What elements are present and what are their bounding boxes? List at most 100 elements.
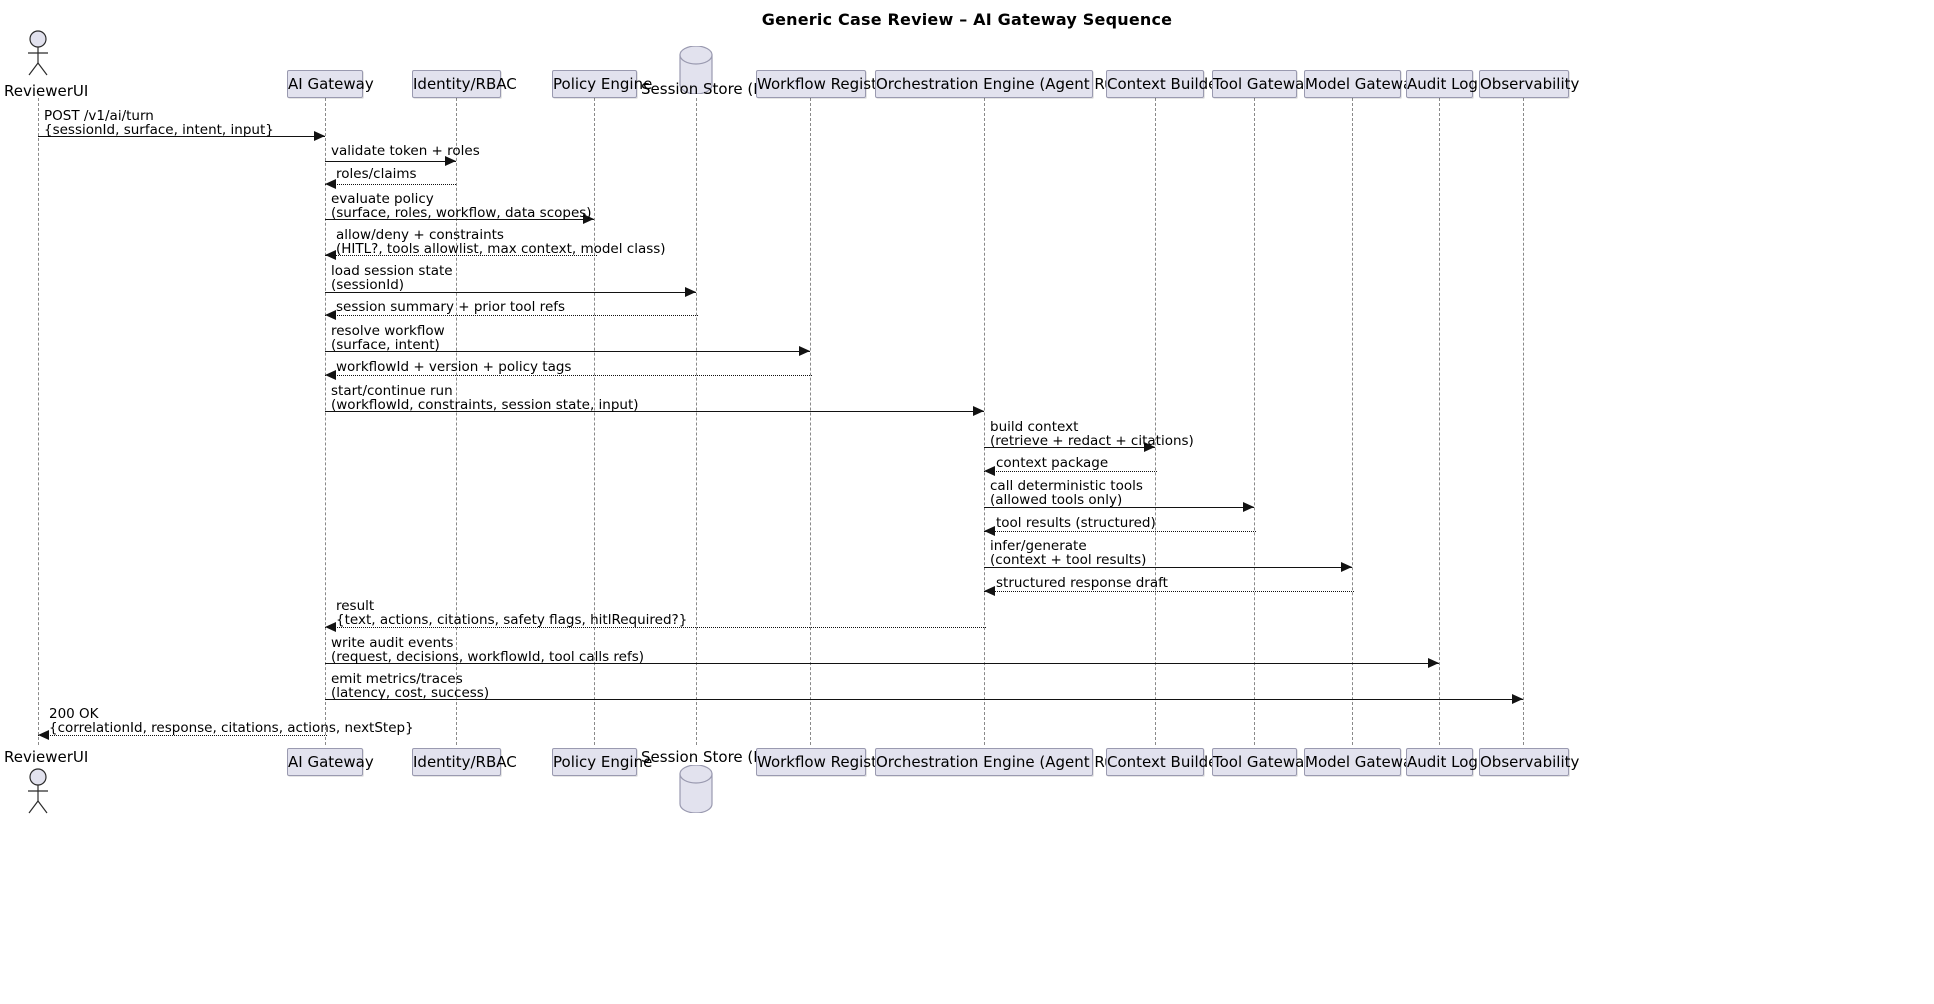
message-label-13: call deterministic tools(allowed tools o… bbox=[990, 479, 1143, 507]
message-label-line1-3: roles/claims bbox=[336, 166, 417, 182]
message-label-18: write audit events(request, decisions, w… bbox=[331, 636, 644, 664]
message-arrowhead-5 bbox=[325, 250, 336, 260]
message-line-10 bbox=[325, 411, 984, 412]
message-label-line1-7: session summary + prior tool refs bbox=[336, 299, 566, 315]
message-label-12: context package bbox=[996, 456, 1108, 470]
message-label-line2-10: (workflowId, constraints, session state,… bbox=[331, 397, 639, 413]
actor-figure-reviewerui bbox=[28, 30, 48, 76]
lifeline-workflowreg bbox=[810, 98, 811, 745]
message-arrowhead-11 bbox=[1144, 442, 1155, 452]
participant-policyengine[interactable]: Policy Engine bbox=[552, 70, 652, 98]
lifeline-orchestration bbox=[984, 98, 985, 745]
message-label-17: result{text, actions, citations, safety … bbox=[336, 599, 687, 627]
message-arrowhead-16 bbox=[984, 586, 995, 596]
participant-bottom-contextbuild[interactable]: Context Builder bbox=[1106, 748, 1224, 776]
message-line-17 bbox=[325, 627, 986, 628]
participant-observability[interactable]: Observability bbox=[1479, 70, 1579, 98]
participant-bottom-orchestration[interactable]: Orchestration Engine (Agent Runtime) bbox=[875, 748, 1163, 776]
participant-bottom-observability[interactable]: Observability bbox=[1479, 748, 1579, 776]
message-line-2 bbox=[325, 161, 456, 162]
message-label-19: emit metrics/traces(latency, cost, succe… bbox=[331, 672, 489, 700]
message-label-line1-20: 200 OK bbox=[49, 706, 99, 722]
message-arrowhead-4 bbox=[583, 214, 594, 224]
message-line-15 bbox=[984, 567, 1352, 568]
message-label-14: tool results (structured) bbox=[996, 516, 1156, 530]
message-arrowhead-14 bbox=[984, 526, 995, 536]
message-label-8: resolve workflow(surface, intent) bbox=[331, 324, 445, 352]
message-arrowhead-12 bbox=[984, 466, 995, 476]
participant-identityrbac[interactable]: Identity/RBAC bbox=[412, 70, 517, 98]
actor-label-bottom-reviewerui: ReviewerUI bbox=[4, 748, 89, 766]
participant-bottom-auditlog[interactable]: Audit Log bbox=[1406, 748, 1478, 776]
participant-contextbuild[interactable]: Context Builder bbox=[1106, 70, 1224, 98]
lifeline-policyengine bbox=[594, 98, 595, 745]
message-label-line1-16: structured response draft bbox=[996, 575, 1168, 591]
message-label-line1-5: allow/deny + constraints bbox=[336, 227, 504, 243]
participant-bottom-aigateway[interactable]: AI Gateway bbox=[287, 748, 374, 776]
message-label-line1-8: resolve workflow bbox=[331, 323, 445, 339]
message-label-6: load session state(sessionId) bbox=[331, 264, 453, 292]
participant-bottom-policyengine[interactable]: Policy Engine bbox=[552, 748, 652, 776]
message-label-line2-20: {correlationId, response, citations, act… bbox=[49, 720, 414, 736]
message-arrowhead-10 bbox=[973, 406, 984, 416]
lifeline-identityrbac bbox=[456, 98, 457, 745]
message-line-6 bbox=[325, 292, 696, 293]
message-label-line1-15: infer/generate bbox=[990, 538, 1087, 554]
participant-modelgateway[interactable]: Model Gateway bbox=[1304, 70, 1421, 98]
message-arrowhead-13 bbox=[1243, 502, 1254, 512]
message-label-line2-11: (retrieve + redact + citations) bbox=[990, 433, 1194, 449]
lifeline-modelgateway bbox=[1352, 98, 1353, 745]
message-arrowhead-15 bbox=[1341, 562, 1352, 572]
database-label-sessionstore: Session Store (KV) bbox=[641, 80, 780, 98]
message-label-16: structured response draft bbox=[996, 576, 1168, 590]
message-label-7: session summary + prior tool refs bbox=[336, 300, 565, 314]
message-arrowhead-19 bbox=[1512, 694, 1523, 704]
lifeline-sessionstore bbox=[696, 98, 697, 745]
message-label-1: POST /v1/ai/turn{sessionId, surface, int… bbox=[44, 109, 274, 137]
message-label-line2-17: {text, actions, citations, safety flags,… bbox=[336, 612, 688, 628]
message-line-9 bbox=[325, 375, 812, 376]
message-line-13 bbox=[984, 507, 1254, 508]
message-label-line2-1: {sessionId, surface, intent, input} bbox=[44, 122, 274, 138]
message-label-line1-19: emit metrics/traces bbox=[331, 671, 463, 687]
participant-toolgateway[interactable]: Tool Gateway bbox=[1212, 70, 1313, 98]
participant-orchestration[interactable]: Orchestration Engine (Agent Runtime) bbox=[875, 70, 1163, 98]
participant-bottom-toolgateway[interactable]: Tool Gateway bbox=[1212, 748, 1313, 776]
lifeline-auditlog bbox=[1439, 98, 1440, 745]
participant-workflowreg[interactable]: Workflow Registry bbox=[756, 70, 892, 98]
participant-aigateway[interactable]: AI Gateway bbox=[287, 70, 374, 98]
message-label-9: workflowId + version + policy tags bbox=[336, 360, 571, 374]
message-label-line1-11: build context bbox=[990, 419, 1079, 435]
lifeline-contextbuild bbox=[1155, 98, 1156, 745]
message-label-line2-13: (allowed tools only) bbox=[990, 492, 1123, 508]
message-line-7 bbox=[325, 315, 698, 316]
message-arrowhead-9 bbox=[325, 370, 336, 380]
message-arrowhead-20 bbox=[38, 730, 49, 740]
message-label-line1-9: workflowId + version + policy tags bbox=[336, 359, 572, 375]
message-arrowhead-2 bbox=[445, 156, 456, 166]
message-label-15: infer/generate(context + tool results) bbox=[990, 539, 1146, 567]
message-line-1 bbox=[38, 136, 325, 137]
actor-figure-bottom-reviewerui bbox=[28, 768, 48, 814]
lifeline-observability bbox=[1523, 98, 1524, 745]
page-title: Generic Case Review – AI Gateway Sequenc… bbox=[761, 10, 1173, 29]
database-cylinder-bottom-sessionstore bbox=[679, 765, 713, 813]
participant-bottom-modelgateway[interactable]: Model Gateway bbox=[1304, 748, 1421, 776]
message-label-line1-13: call deterministic tools bbox=[990, 478, 1143, 494]
message-arrowhead-8 bbox=[799, 346, 810, 356]
message-label-20: 200 OK{correlationId, response, citation… bbox=[49, 707, 414, 735]
message-line-11 bbox=[984, 447, 1155, 448]
message-line-16 bbox=[984, 591, 1354, 592]
participant-auditlog[interactable]: Audit Log bbox=[1406, 70, 1478, 98]
message-arrowhead-1 bbox=[314, 131, 325, 141]
message-line-14 bbox=[984, 531, 1256, 532]
message-arrowhead-18 bbox=[1428, 658, 1439, 668]
participant-bottom-workflowreg[interactable]: Workflow Registry bbox=[756, 748, 892, 776]
participant-bottom-identityrbac[interactable]: Identity/RBAC bbox=[412, 748, 517, 776]
message-label-line1-10: start/continue run bbox=[331, 383, 453, 399]
message-arrowhead-17 bbox=[325, 622, 336, 632]
lifeline-aigateway bbox=[325, 98, 326, 745]
database-cylinder-sessionstore bbox=[679, 46, 713, 94]
message-line-20 bbox=[38, 735, 327, 736]
message-line-8 bbox=[325, 351, 810, 352]
